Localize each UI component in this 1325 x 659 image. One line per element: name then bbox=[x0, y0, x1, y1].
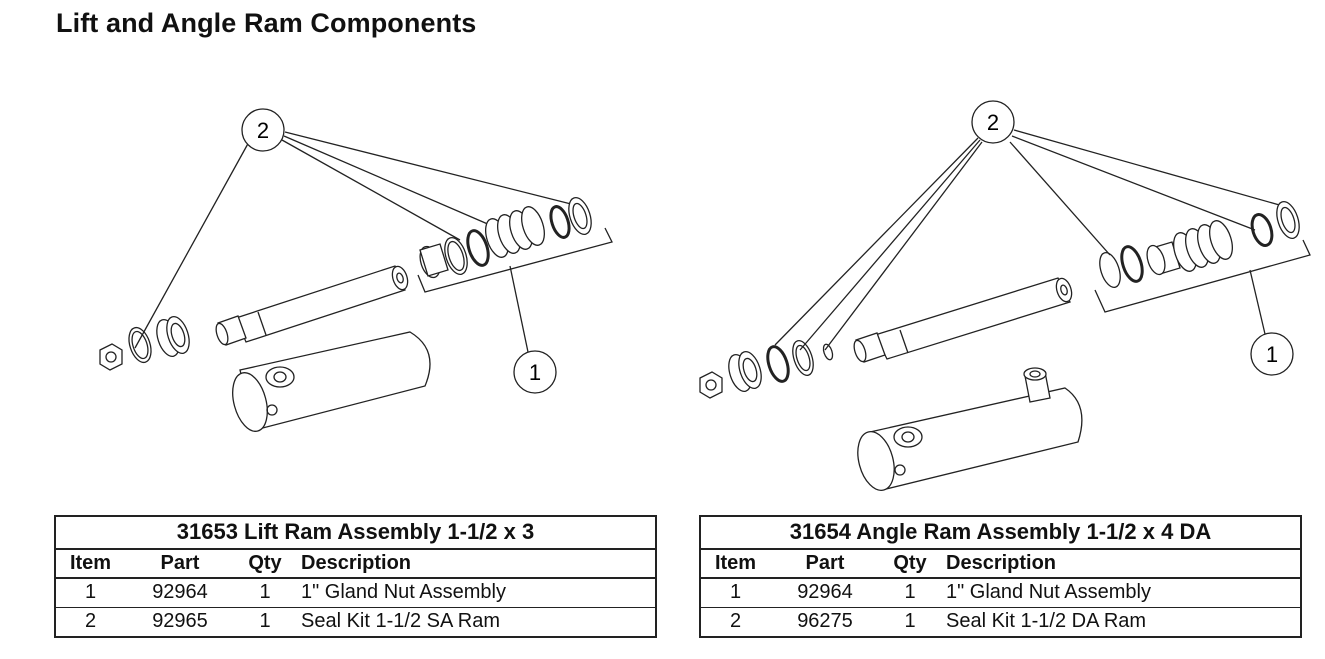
table-row: 2 92965 1 Seal Kit 1-1/2 SA Ram bbox=[55, 608, 656, 638]
description-cell: Seal Kit 1-1/2 DA Ram bbox=[946, 610, 1147, 632]
column-header-item: Item bbox=[700, 549, 770, 579]
column-header-description: Description bbox=[295, 549, 656, 579]
table-header-row: Item Part Qty Description bbox=[55, 549, 656, 579]
column-header-part: Part bbox=[770, 549, 880, 579]
description-cell: Seal Kit 1-1/2 SA Ram bbox=[301, 610, 500, 632]
lift-ram-exploded-diagram: 2 1 bbox=[99, 108, 613, 432]
column-header-item: Item bbox=[55, 549, 125, 579]
lift-ram-parts-table: 31653 Lift Ram Assembly 1-1/2 x 3 Item P… bbox=[54, 515, 657, 638]
qty-cell: 1 bbox=[259, 610, 271, 632]
description-cell: 1" Gland Nut Assembly bbox=[940, 578, 1301, 608]
qty-cell: 1 bbox=[904, 610, 916, 632]
part-cell: 92964 bbox=[770, 578, 880, 608]
item-cell: 2 bbox=[729, 610, 742, 632]
description-cell: 1" Gland Nut Assembly bbox=[295, 578, 656, 608]
part-cell: 92964 bbox=[125, 578, 235, 608]
column-header-part: Part bbox=[125, 549, 235, 579]
item-cell: 1 bbox=[700, 578, 770, 608]
table-title: 31654 Angle Ram Assembly 1-1/2 x 4 DA bbox=[700, 516, 1301, 550]
table-header-row: Item Part Qty Description bbox=[700, 549, 1301, 579]
column-header-qty: Qty bbox=[235, 549, 295, 579]
table-row: 2 96275 1 Seal Kit 1-1/2 DA Ram bbox=[700, 608, 1301, 638]
angle-ram-exploded-diagram: 2 1 bbox=[699, 100, 1311, 491]
qty-cell: 1 bbox=[880, 578, 940, 608]
table-title: 31653 Lift Ram Assembly 1-1/2 x 3 bbox=[55, 516, 656, 550]
part-cell: 92965 bbox=[152, 610, 208, 632]
qty-cell: 1 bbox=[235, 578, 295, 608]
callout-2: 2 bbox=[987, 110, 999, 135]
item-cell: 1 bbox=[55, 578, 125, 608]
page-title: Lift and Angle Ram Components bbox=[56, 8, 477, 38]
angle-ram-parts-table: 31654 Angle Ram Assembly 1-1/2 x 4 DA It… bbox=[699, 515, 1302, 638]
callout-1: 1 bbox=[529, 360, 541, 385]
column-header-description: Description bbox=[940, 549, 1301, 579]
part-cell: 96275 bbox=[797, 610, 853, 632]
column-header-qty: Qty bbox=[880, 549, 940, 579]
callout-2: 2 bbox=[257, 118, 269, 143]
item-cell: 2 bbox=[84, 610, 97, 632]
table-row: 1 92964 1 1" Gland Nut Assembly bbox=[55, 578, 656, 608]
table-row: 1 92964 1 1" Gland Nut Assembly bbox=[700, 578, 1301, 608]
callout-1: 1 bbox=[1266, 342, 1278, 367]
